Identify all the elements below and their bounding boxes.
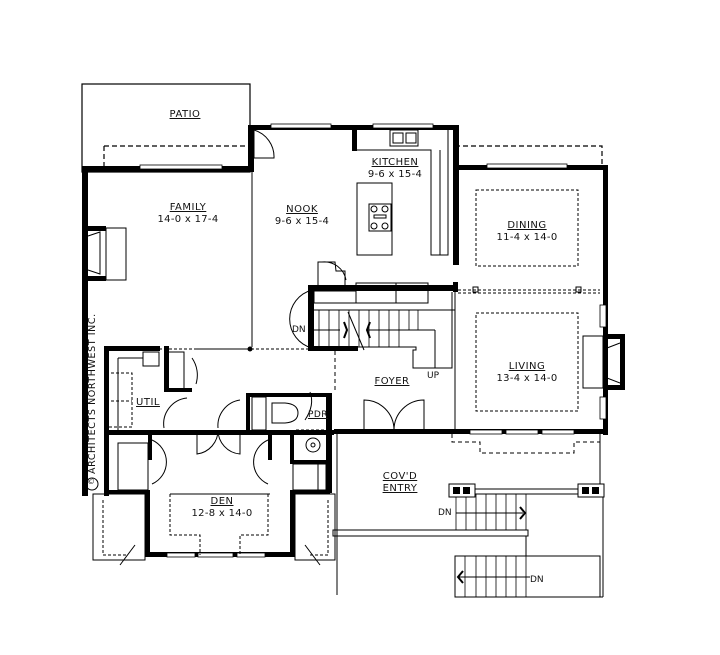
room-name-util: UTIL bbox=[136, 397, 160, 408]
room-label-den: DEN 12-8 x 14-0 bbox=[182, 497, 262, 519]
room-name-foyer: FOYER bbox=[374, 376, 410, 387]
room-label-pdr: PDR bbox=[303, 411, 333, 420]
patio-outline bbox=[81, 83, 251, 173]
room-name-living: LIVING bbox=[508, 361, 546, 372]
room-name-dining: DINING bbox=[507, 220, 547, 231]
stair-label-interior-down: DN bbox=[292, 325, 306, 335]
room-name-kitchen: KITCHEN bbox=[371, 157, 419, 168]
room-dims-living: 13-4 x 14-0 bbox=[496, 373, 558, 384]
room-label-covd-entry: COV'D ENTRY bbox=[370, 472, 430, 494]
room-name-den: DEN bbox=[210, 496, 234, 507]
room-name-nook: NOOK bbox=[286, 204, 318, 215]
room-label-dining: DINING 11-4 x 14-0 bbox=[487, 221, 567, 243]
room-dims-family: 14-0 x 17-4 bbox=[157, 214, 219, 225]
stair-label-entry-down-upper: DN bbox=[438, 508, 452, 518]
room-dims-den: 12-8 x 14-0 bbox=[191, 508, 253, 519]
room-label-patio: PATIO bbox=[160, 110, 210, 120]
room-label-kitchen: KITCHEN 9-6 x 15-4 bbox=[355, 158, 435, 180]
room-name-pdr: PDR bbox=[307, 410, 329, 420]
room-label-family: FAMILY 14-0 x 17-4 bbox=[148, 203, 228, 225]
copyright-text: ARCHITECTS NORTHWEST INC. bbox=[87, 313, 98, 474]
room-name-patio: PATIO bbox=[169, 109, 201, 120]
room-label-foyer: FOYER bbox=[362, 377, 422, 387]
room-label-nook: NOOK 9-6 x 15-4 bbox=[262, 205, 342, 227]
room-name-covd: COV'D bbox=[382, 471, 418, 482]
stair-label-entry-down-lower: DN bbox=[530, 575, 544, 585]
room-label-living: LIVING 13-4 x 14-0 bbox=[487, 362, 567, 384]
room-dims-dining: 11-4 x 14-0 bbox=[496, 232, 558, 243]
stair-label-interior-up: UP bbox=[427, 371, 440, 381]
room-dims-kitchen: 9-6 x 15-4 bbox=[367, 169, 423, 180]
room-dims-nook: 9-6 x 15-4 bbox=[274, 216, 330, 227]
copyright-symbol: © bbox=[87, 477, 95, 486]
room-name-entry: ENTRY bbox=[382, 483, 418, 494]
room-name-family: FAMILY bbox=[169, 202, 207, 213]
room-label-util: UTIL bbox=[134, 398, 162, 408]
